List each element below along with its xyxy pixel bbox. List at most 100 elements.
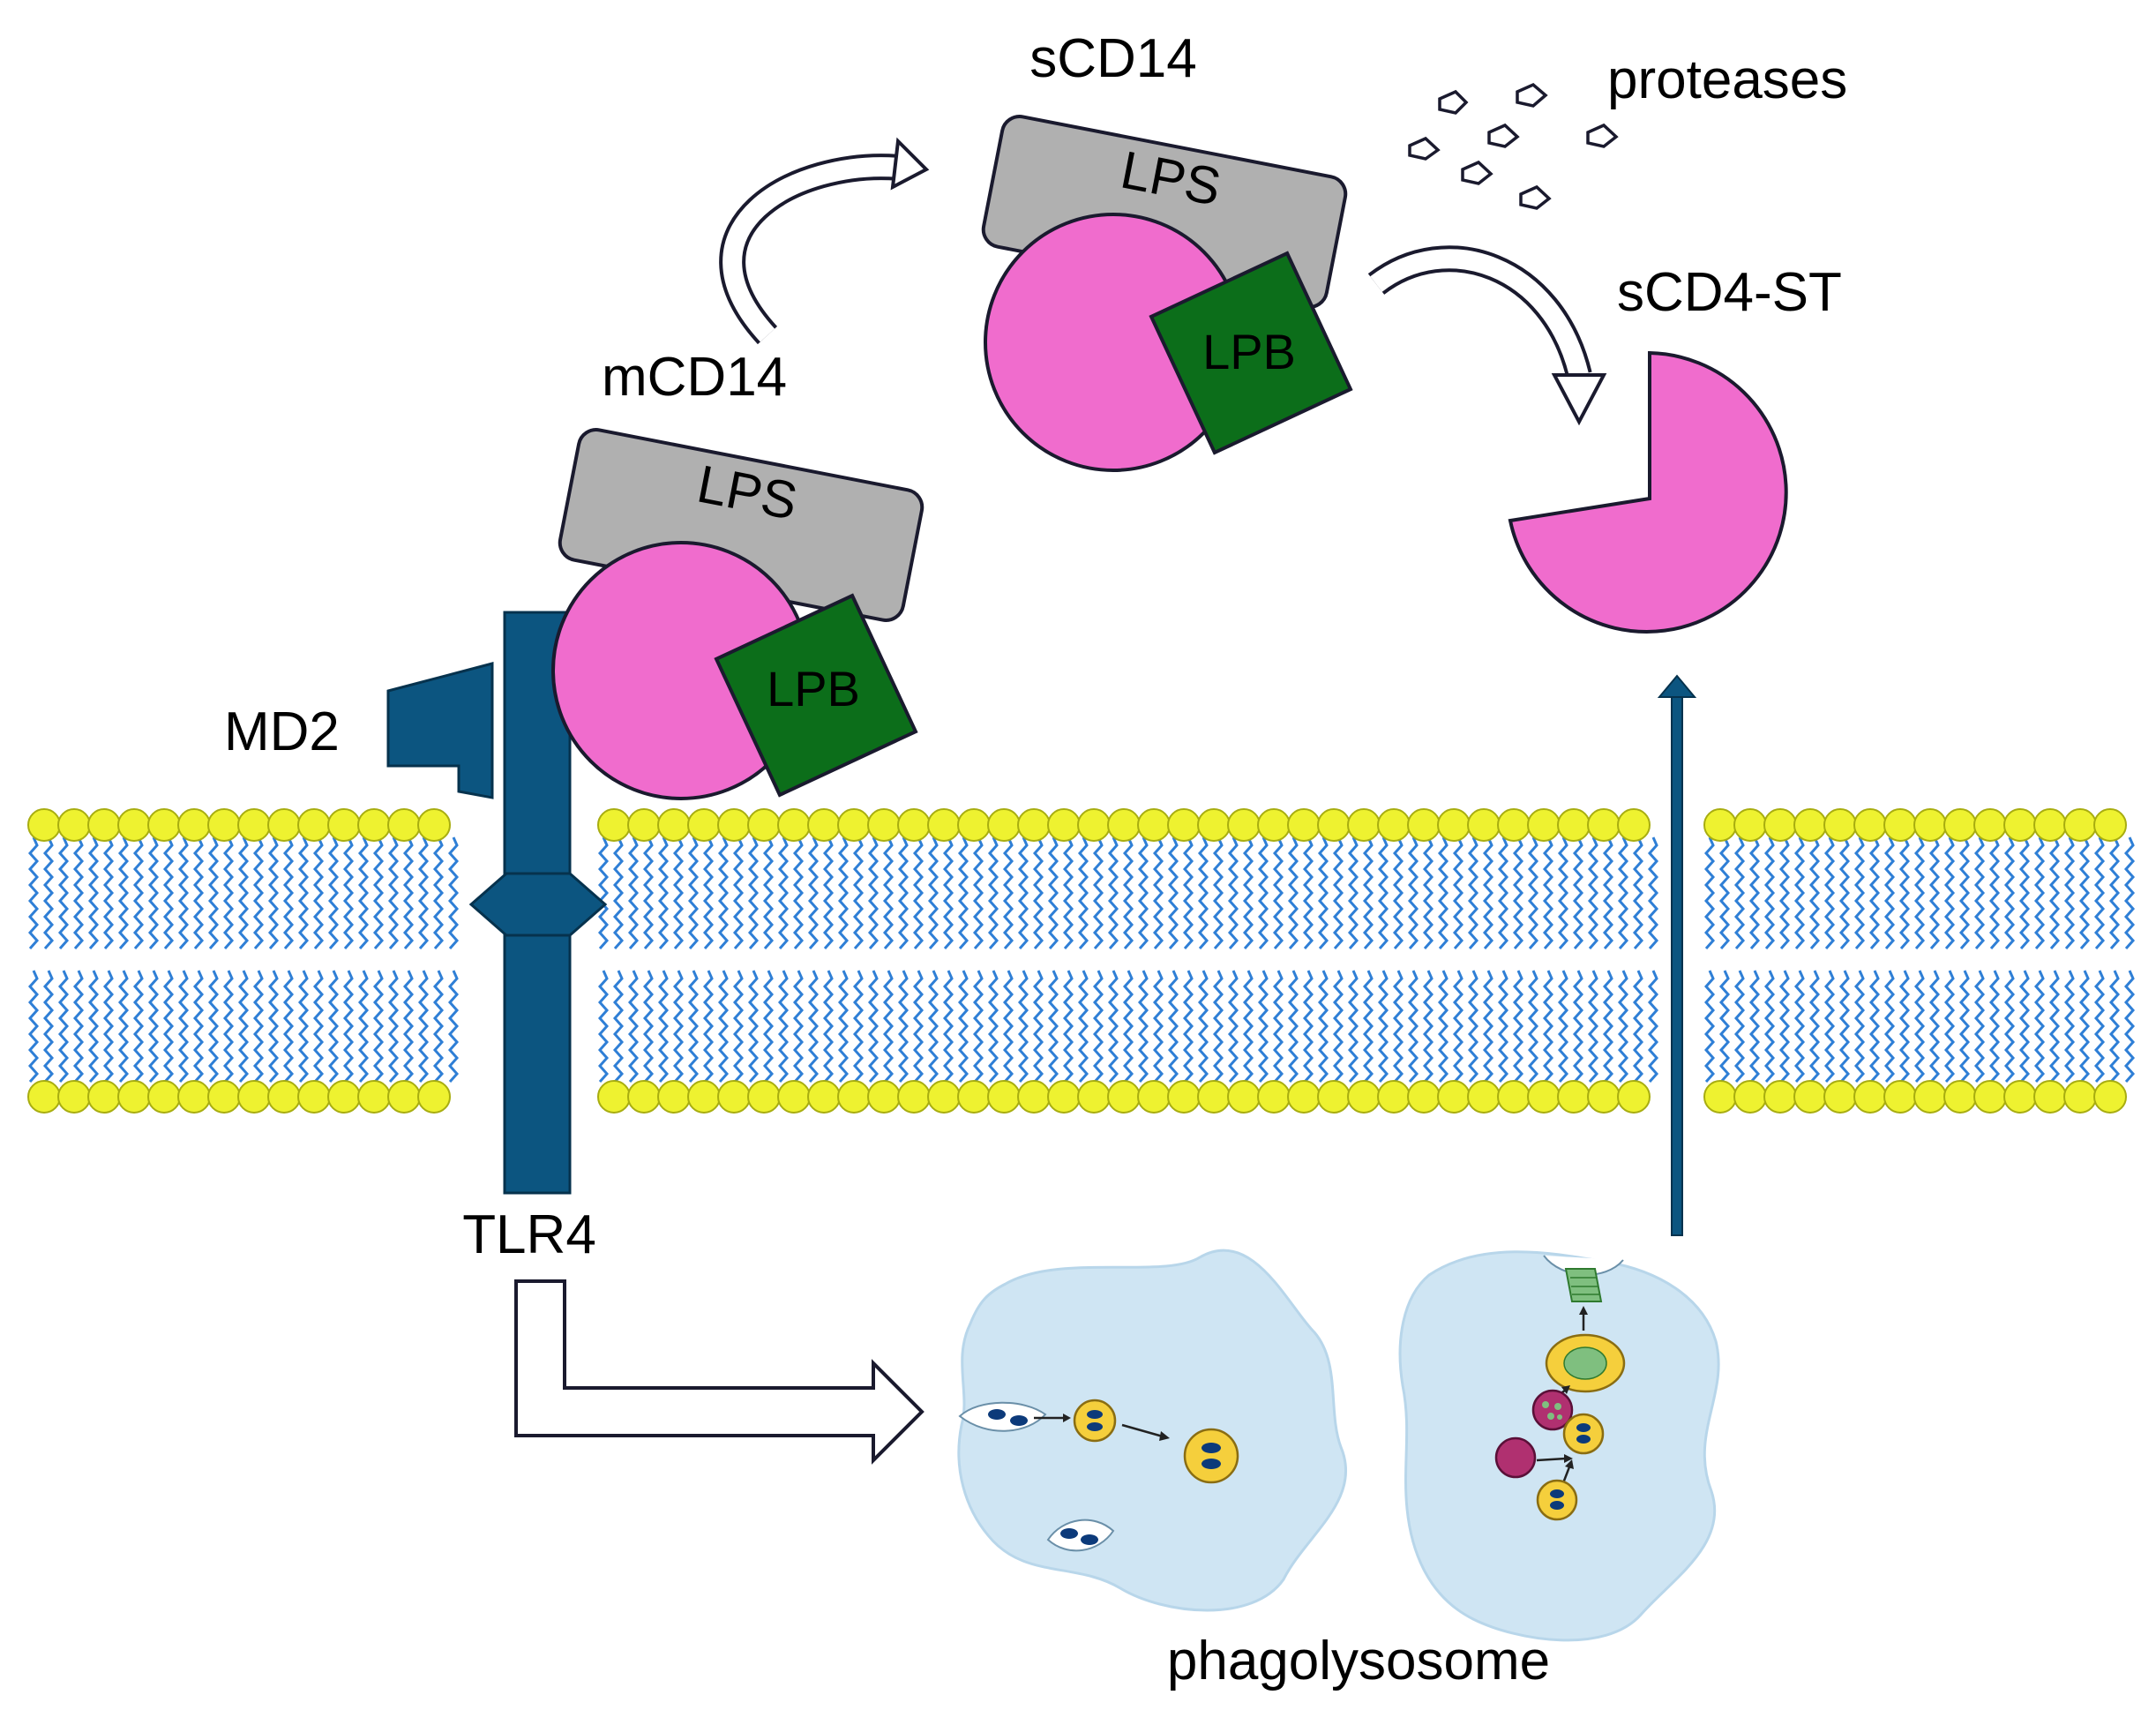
lipid-head <box>747 1080 781 1114</box>
lysosome-icon <box>1531 1389 1574 1431</box>
lipid-tail <box>147 836 160 949</box>
lipid-head <box>1167 808 1201 842</box>
lipid-tail <box>1808 836 1821 949</box>
lipid-head <box>807 1080 841 1114</box>
lipid-head <box>1557 1080 1591 1114</box>
lipid-tail <box>1137 836 1149 949</box>
lipid-tail <box>1002 836 1014 949</box>
lipid-tail <box>702 970 715 1083</box>
lipid-tail <box>1332 836 1344 949</box>
lipid-head <box>1227 808 1261 842</box>
lipid-head <box>837 808 871 842</box>
lipid-tail <box>2078 970 2091 1083</box>
lipid-head <box>2033 1080 2067 1114</box>
lipid-tail <box>1317 970 1329 1083</box>
lipid-head <box>417 808 451 842</box>
lipid-tail <box>1853 836 1866 949</box>
lipid-tail <box>987 836 999 949</box>
lipid-head <box>2093 1080 2127 1114</box>
lipid-head <box>957 808 991 842</box>
lipid-head <box>1227 1080 1261 1114</box>
lipid-head <box>87 808 121 842</box>
lipid-tail <box>972 970 984 1083</box>
lipid-tail <box>117 970 130 1083</box>
lipid-tail <box>1632 970 1644 1083</box>
lpb-label-membrane: LPB <box>767 661 860 716</box>
lipid-tail <box>1572 836 1584 949</box>
lipid-tail <box>2093 836 2106 949</box>
lipid-tail <box>762 836 775 949</box>
phagocyte-cell-engulfing <box>957 1249 1348 1612</box>
lipid-head <box>1407 1080 1441 1114</box>
lipid-tail <box>102 836 115 949</box>
lipid-head <box>1347 808 1381 842</box>
lipid-tail <box>357 970 370 1083</box>
phagosome-vesicle <box>1536 1479 1578 1521</box>
lipid-tail <box>598 836 610 949</box>
lipid-tail <box>1137 970 1149 1083</box>
lipid-tail <box>1823 970 1836 1083</box>
lipid-tail <box>612 836 625 949</box>
lipid-tail <box>882 970 895 1083</box>
lipid-tail <box>897 836 910 949</box>
lipid-tail <box>762 970 775 1083</box>
lipid-head <box>1883 1080 1917 1114</box>
lipid-head <box>1137 1080 1171 1114</box>
lipid-tail <box>2123 970 2136 1083</box>
lipid-head <box>1107 1080 1141 1114</box>
lipid-tail <box>702 836 715 949</box>
lipid-tail <box>807 836 820 949</box>
lipid-tail <box>417 970 430 1083</box>
lipid-tail <box>987 970 999 1083</box>
lipid-tail <box>747 836 760 949</box>
lipid-tail <box>2033 970 2046 1083</box>
lipid-tail <box>2093 970 2106 1083</box>
lipid-tail <box>117 836 130 949</box>
lipid-tail <box>1898 836 1911 949</box>
lipid-tail <box>1557 836 1569 949</box>
lipid-heads <box>27 808 2127 1114</box>
lipid-tail <box>1647 836 1659 949</box>
lipid-tail <box>972 836 984 949</box>
lipid-tail <box>822 970 835 1083</box>
lipid-tail <box>1778 970 1791 1083</box>
lpb-label-soluble: LPB <box>1202 324 1296 379</box>
lipid-tail <box>672 836 685 949</box>
lipid-tail <box>792 970 805 1083</box>
lipid-tail <box>1808 970 1821 1083</box>
lipid-tail <box>1257 836 1269 949</box>
protease-pentagon <box>1408 136 1441 161</box>
lipid-tail <box>1017 836 1029 949</box>
lipid-head <box>237 1080 271 1114</box>
lipid-tail <box>1212 970 1224 1083</box>
lipid-head <box>1527 1080 1561 1114</box>
lipid-head <box>1257 1080 1291 1114</box>
lipid-tail <box>72 970 85 1083</box>
lipid-head <box>117 1080 151 1114</box>
lipid-tail <box>1823 836 1836 949</box>
lipid-tail <box>207 970 220 1083</box>
lipid-tail <box>2033 836 2046 949</box>
lipid-head <box>2093 808 2127 842</box>
protease-pentagon <box>1487 123 1520 148</box>
lipid-tail <box>297 970 310 1083</box>
lipid-tail <box>1913 970 1926 1083</box>
lipid-tail <box>42 970 55 1083</box>
lipid-head <box>1943 1080 1977 1114</box>
lipid-head <box>1527 808 1561 842</box>
lipid-tail <box>612 970 625 1083</box>
lipid-head <box>207 808 241 842</box>
lipid-head <box>1793 1080 1827 1114</box>
lipid-tail <box>132 970 145 1083</box>
lipid-tail <box>1898 970 1911 1083</box>
lipid-tail <box>132 836 145 949</box>
lipid-tail <box>1107 970 1119 1083</box>
lipid-tail <box>942 836 954 949</box>
lipid-tail <box>1317 836 1329 949</box>
lipid-tail <box>807 970 820 1083</box>
lipid-tail <box>237 970 250 1083</box>
lipid-head <box>1617 808 1651 842</box>
protease-pentagon <box>1438 89 1469 115</box>
lipid-tail <box>717 836 730 949</box>
